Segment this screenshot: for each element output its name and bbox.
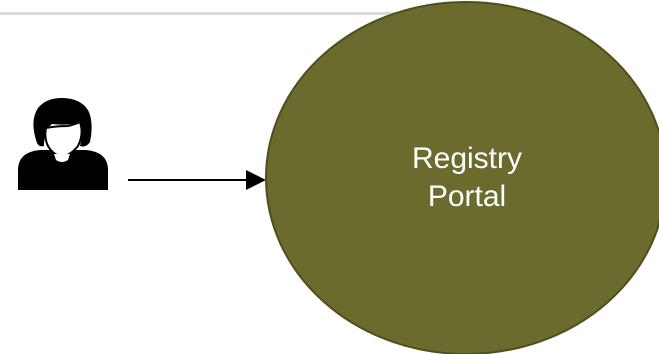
top-divider [0, 12, 530, 15]
person-hair [33, 98, 92, 147]
person-body [18, 150, 108, 190]
registry-portal-node [265, 1, 659, 354]
person-face [44, 120, 83, 158]
portal-label-line1: Registry [411, 142, 523, 175]
person-user-icon [18, 98, 108, 190]
registry-portal-label: Registry Portal [372, 140, 562, 216]
person-neck [54, 154, 70, 162]
portal-label-line2: Portal [427, 180, 507, 213]
